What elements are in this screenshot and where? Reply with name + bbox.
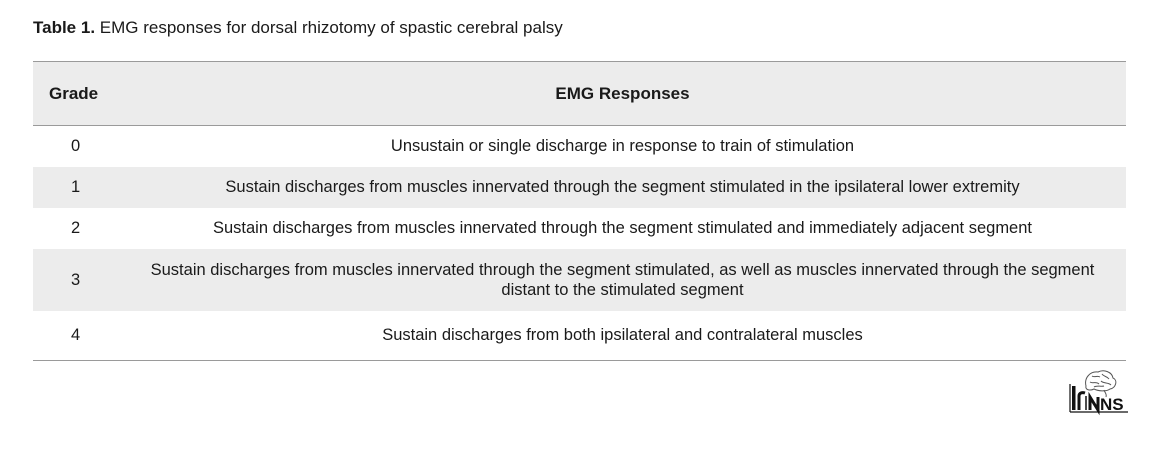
caption-label: Table 1.	[33, 18, 96, 37]
response-cell: Sustain discharges from muscles innervat…	[212, 219, 1032, 237]
header-emg-responses: EMG Responses	[555, 83, 690, 103]
grade-cell: 0	[71, 137, 81, 156]
table-row: 4 Sustain discharges from both ipsilater…	[33, 311, 1126, 361]
table-body: 0 Unsustain or single discharge in respo…	[33, 126, 1126, 361]
table-row: 0 Unsustain or single discharge in respo…	[33, 126, 1126, 167]
response-cell: Sustain discharges from muscles innervat…	[225, 178, 1020, 196]
grade-cell: 4	[71, 326, 81, 345]
grade-cell: 3	[71, 270, 81, 289]
table-header: Grade EMG Responses	[33, 61, 1126, 126]
emg-responses-table: Grade EMG Responses 0 Unsustain or singl…	[33, 61, 1126, 361]
response-cell: Sustain discharges from both ipsilateral…	[382, 326, 863, 345]
grade-cell: 1	[71, 178, 81, 196]
response-cell: Sustain discharges from muscles innervat…	[150, 260, 1095, 299]
table-row: 3 Sustain discharges from muscles innerv…	[33, 248, 1126, 311]
brain-logo-icon: NS	[1069, 370, 1128, 416]
emg-table-container: Grade EMG Responses 0 Unsustain or singl…	[33, 61, 1126, 361]
response-cell: Unsustain or single discharge in respons…	[390, 137, 855, 156]
grade-cell: 2	[71, 219, 81, 237]
table-row: 2 Sustain discharges from muscles innerv…	[33, 208, 1126, 249]
header-row: Grade EMG Responses	[33, 61, 1126, 126]
logo-text: NS	[1100, 395, 1124, 414]
caption-text: EMG responses for dorsal rhizotomy of sp…	[99, 18, 563, 37]
table-row: 1 Sustain discharges from muscles innerv…	[33, 166, 1126, 208]
header-grade: Grade	[49, 83, 99, 103]
table-caption: Table 1. EMG responses for dorsal rhizot…	[33, 17, 563, 39]
